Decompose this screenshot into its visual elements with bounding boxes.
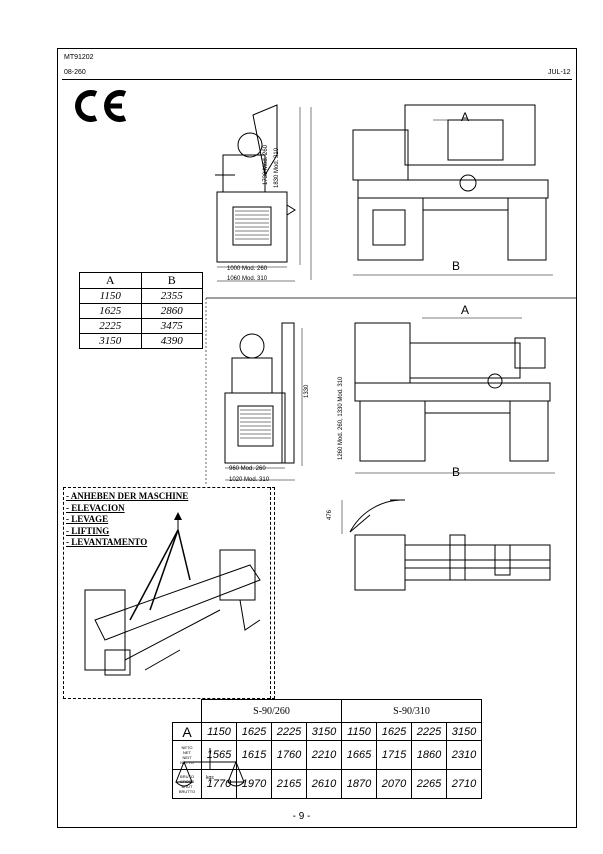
a-value: 3150 (446, 722, 482, 741)
a-value: 3150 (306, 722, 342, 741)
cell: 3150 (79, 333, 142, 349)
net-value: 1860 (411, 740, 447, 770)
lathe-top-view (341, 499, 551, 591)
height-label-1330: 1330 (304, 384, 310, 398)
height-label-476: 476 (327, 509, 333, 520)
doc-code: MT91202 (64, 54, 94, 61)
weights-table: S-90/260 S-90/310 A 1150 1625 2225 3150 … (172, 699, 482, 799)
lathe-front-view-2 (354, 317, 555, 474)
gross-value: 2165 (271, 769, 307, 799)
lathe-side-view-2 (224, 322, 303, 481)
lifting-labels: - ANHEBEN DER MASCHINE - ELEVACION - LEV… (66, 491, 188, 549)
width-label-260: 1000 Mod. 260 (227, 266, 268, 272)
gross-labels: BRUTO GROSS BRUT BRUTTO (172, 769, 202, 799)
col-a-header: A (79, 272, 142, 289)
gross-label: BRUTO (180, 774, 194, 779)
a-value: 2225 (271, 722, 307, 741)
cell: 1625 (79, 303, 142, 319)
page-frame (57, 48, 577, 828)
lifting-label-en: - LIFTING (66, 525, 110, 536)
model-310: S-90/310 (341, 699, 482, 723)
dim-a-1: A (461, 110, 470, 124)
net-label: NEIT (182, 755, 192, 760)
lathe-side-view-1 (215, 104, 312, 282)
a-value: 1625 (376, 722, 412, 741)
cell: 2225 (79, 318, 142, 334)
page-number: - 9 - (292, 811, 311, 822)
lifting-label-pt: - LEVANTAMENTO (66, 537, 148, 547)
cell: 2355 (140, 288, 203, 304)
width-label-310-b: 1020 Mod. 310 (229, 477, 270, 483)
net-value: 1715 (376, 740, 412, 770)
a-value: 1625 (236, 722, 272, 741)
gross-value: 2070 (376, 769, 412, 799)
net-value: 2210 (306, 740, 342, 770)
lifting-label-fr: - LEVAGE (66, 514, 109, 524)
dim-b-1: B (452, 259, 461, 273)
a-value: 2225 (411, 722, 447, 741)
net-label: NET (183, 750, 191, 755)
a-value: 1150 (341, 722, 377, 741)
height-label-260: 1730 Mod. 260 (263, 144, 269, 185)
scale-label: kgs (206, 775, 214, 781)
gross-value: 1870 (341, 769, 377, 799)
sub-code: 08-260 (64, 69, 86, 76)
dim-b-2: B (452, 465, 461, 479)
net-value: 1760 (271, 740, 307, 770)
lathe-front-view-1 (352, 104, 553, 276)
front-height-label: 1260 Mod. 260, 1330 Mod. 310 (338, 376, 344, 460)
gross-value: 2610 (306, 769, 342, 799)
gross-value: 2265 (411, 769, 447, 799)
gross-label: BRUTTO (178, 789, 196, 794)
cell: 2860 (140, 303, 203, 319)
net-value: 1565 (201, 740, 237, 770)
col-b-header: B (140, 272, 203, 289)
width-label-310: 1060 Mod. 310 (227, 276, 268, 282)
width-label-260-b: 960 Mod. 260 (229, 466, 266, 472)
a-label: A (172, 722, 202, 741)
lifting-label-es: - ELEVACION (66, 502, 125, 513)
cell: 3475 (140, 318, 203, 334)
height-label-310: 1830 Mod. 310 (274, 147, 280, 188)
a-value: 1150 (201, 722, 237, 741)
lifting-illustration (84, 512, 261, 676)
ce-mark-icon (75, 90, 127, 122)
cell: 4390 (140, 333, 203, 349)
model-260: S-90/260 (201, 699, 342, 723)
scale-icon (175, 748, 245, 787)
net-value: 1615 (236, 740, 272, 770)
net-value: 2310 (446, 740, 482, 770)
net-labels: NETO NET NEIT NETTO (172, 740, 202, 770)
header-rule (62, 79, 572, 80)
net-label: NETO (181, 745, 193, 750)
lifting-box (63, 487, 275, 699)
lifting-label-de: - ANHEBEN DER MASCHINE (66, 491, 189, 501)
net-value: 1665 (341, 740, 377, 770)
dim-a-2: A (461, 303, 470, 317)
cell: 1150 (79, 288, 142, 304)
gross-label: BRUT (181, 784, 193, 789)
gross-value: 2710 (446, 769, 482, 799)
doc-date: JUL-12 (548, 69, 571, 76)
lifting-divider (270, 487, 271, 699)
